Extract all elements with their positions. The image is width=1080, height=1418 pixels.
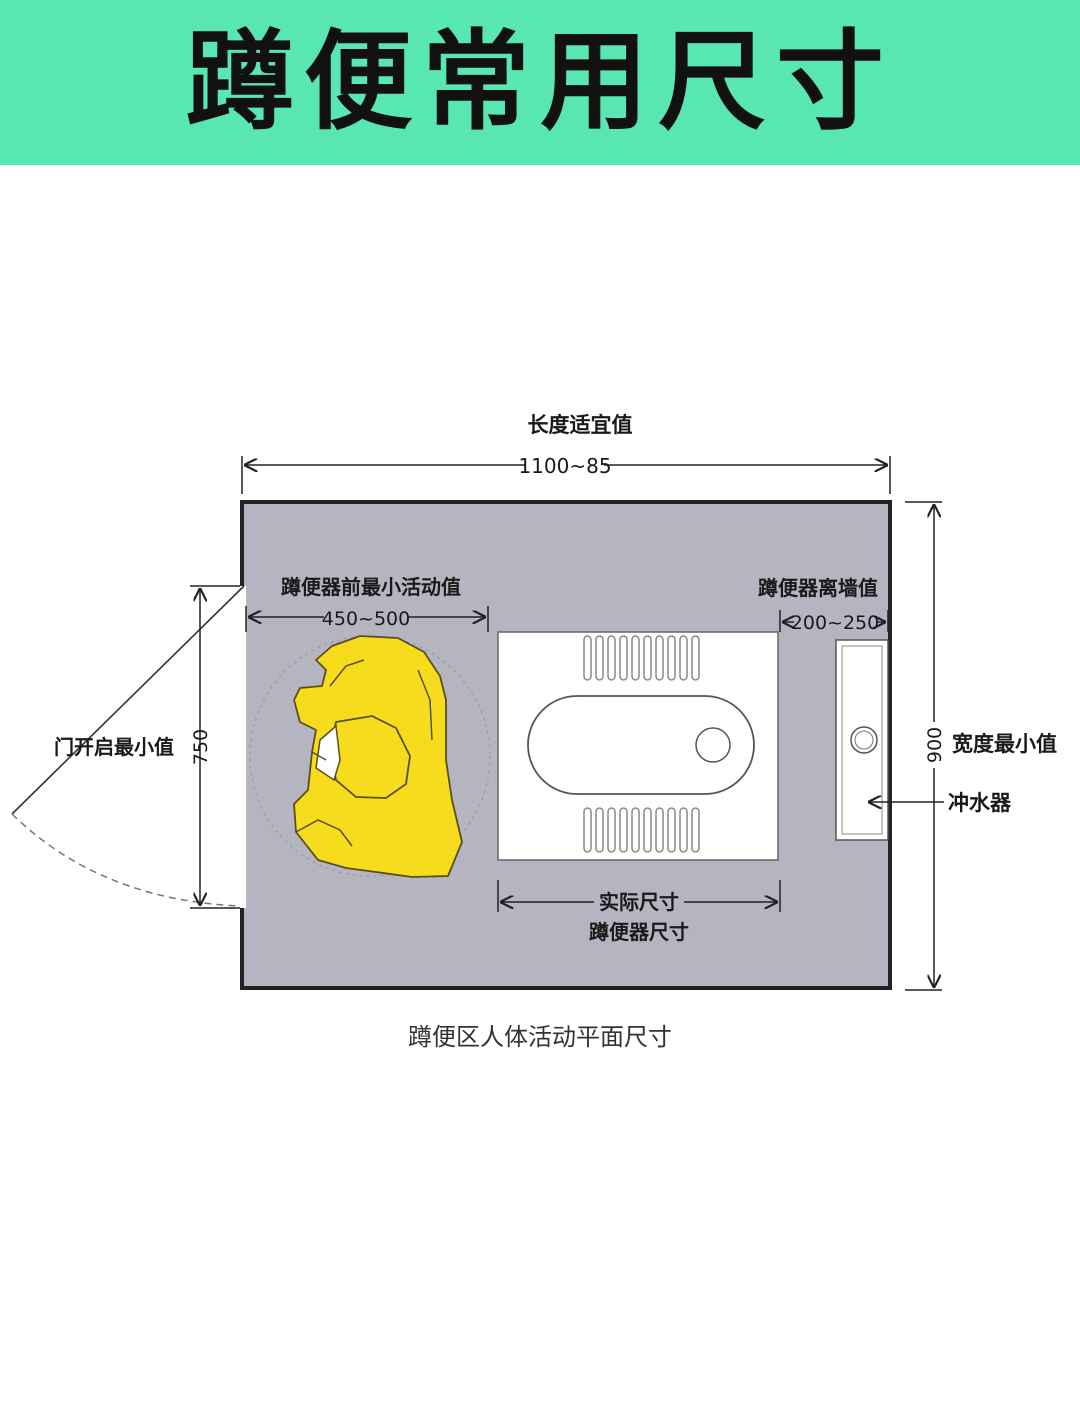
flusher-label: 冲水器: [948, 791, 1012, 815]
front-space-label: 蹲便器前最小活动值: [281, 575, 461, 599]
length-dimension: [241, 456, 891, 494]
door-label: 门开启最小值: [54, 735, 174, 759]
door-opening: [236, 586, 246, 908]
door-dimension: [190, 585, 240, 909]
title-banner: 蹲便常用尺寸: [0, 0, 1080, 165]
squat-toilet-icon: [497, 631, 779, 861]
length-value: 1100~85: [518, 454, 611, 478]
person-figure-icon: [293, 635, 463, 878]
actual-size-label: 实际尺寸: [599, 890, 679, 914]
front-space-value: 450~500: [322, 608, 410, 630]
length-label: 长度适宜值: [528, 413, 633, 437]
wall-distance-value: 200~250: [791, 612, 879, 634]
width-dimension: [905, 501, 946, 991]
page-title: 蹲便常用尺寸: [185, 19, 894, 145]
squat-toilet-size-label: 蹲便器尺寸: [589, 920, 689, 944]
door-value: 750: [190, 729, 212, 765]
width-label: 宽度最小值: [952, 732, 1057, 756]
wall-distance-label: 蹲便器离墙值: [758, 576, 878, 600]
wall-distance-dimension: [779, 610, 889, 632]
width-value: 900: [924, 727, 946, 763]
floor-plan-diagram: 长度适宜值 1100~85 900 宽度最小值 门开启最小值 750 蹲便器前最…: [11, 413, 1057, 991]
diagram-caption: 蹲便区人体活动平面尺寸: [408, 1023, 672, 1051]
front-space-dimension: [245, 606, 489, 632]
actual-size-dimension: [497, 880, 781, 912]
activity-circle: [249, 635, 491, 877]
flusher-icon: [835, 639, 889, 841]
